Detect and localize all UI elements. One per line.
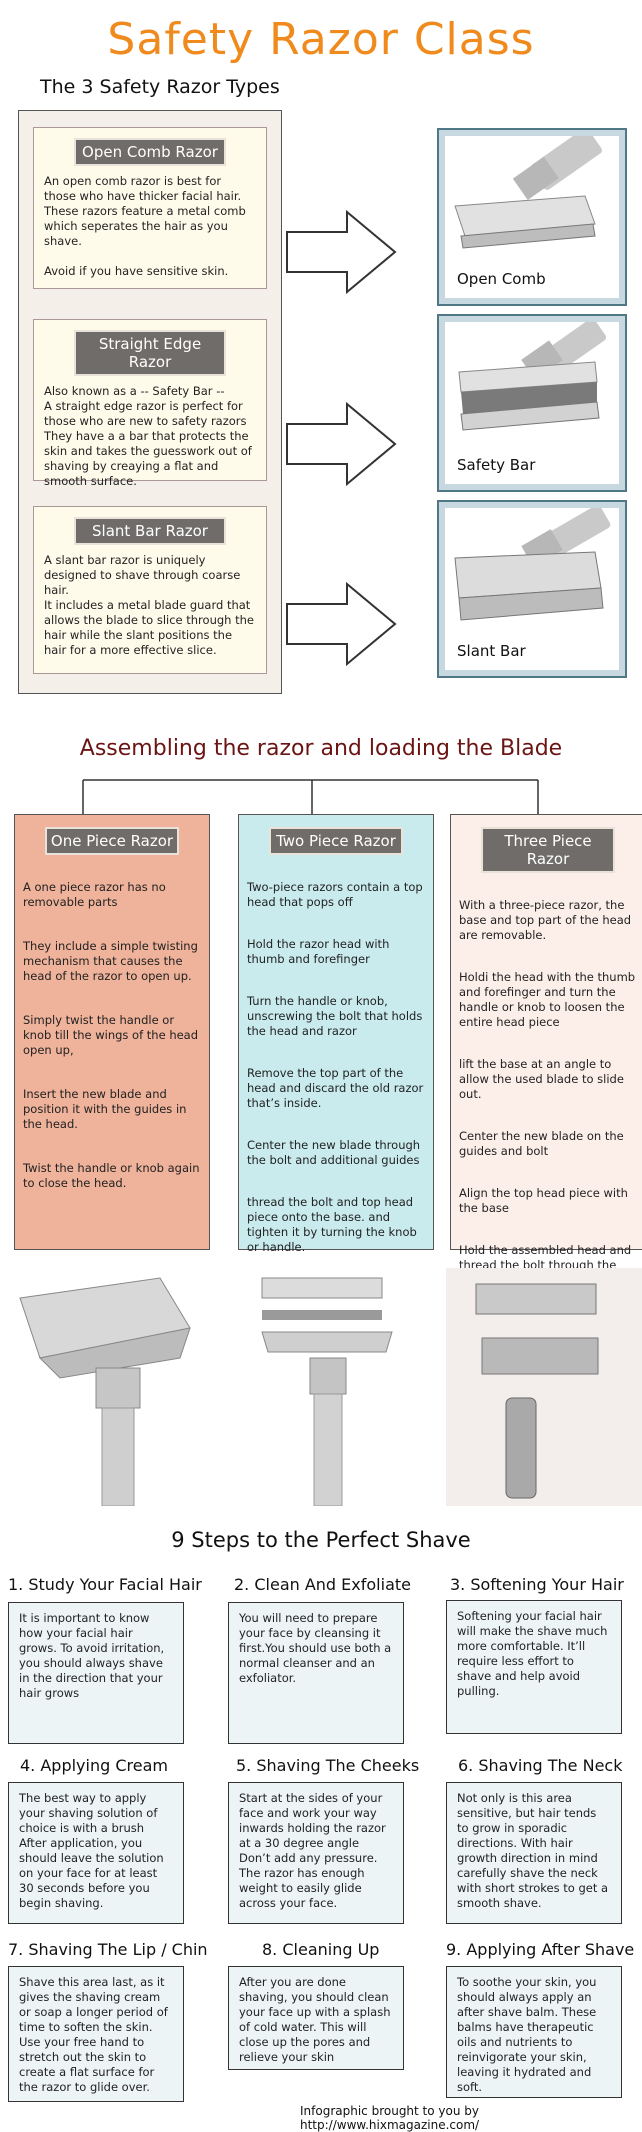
step-title: 2. Clean And Exfoliate [234, 1575, 411, 1594]
razor-type-card-open-comb: Open Comb Razor An open comb razor is be… [33, 127, 267, 289]
step-box: Softening your facial hair will make the… [446, 1600, 622, 1734]
razor-type-description: A slant bar razor is uniquely designed t… [44, 553, 254, 657]
instruction-paragraph: lift the base at an angle to allow the u… [459, 1057, 624, 1101]
instruction-paragraph: Two-piece razors contain a top head that… [247, 880, 423, 909]
instruction-paragraph: Center the new blade through the bolt an… [247, 1138, 421, 1167]
razor-type-description: An open comb razor is best for those who… [44, 174, 246, 278]
step-box: You will need to prepare your face by cl… [228, 1602, 404, 1744]
credit-line: Infographic brought to you by http://www… [300, 2104, 480, 2132]
open-comb-razor-photo: Open Comb [437, 128, 627, 306]
three-piece-razor-photo [446, 1268, 642, 1506]
step-title: 6. Shaving The Neck [458, 1756, 623, 1775]
instruction-paragraph: Twist the handle or knob again to close … [23, 1161, 200, 1190]
step-title: 7. Shaving The Lip / Chin [8, 1940, 208, 1959]
instruction-paragraph: Hold the razor head with thumb and foref… [247, 937, 390, 966]
page-title: Safety Razor Class [107, 14, 535, 65]
right-arrow-icon [286, 582, 397, 666]
razor-photo-label: Safety Bar [457, 456, 536, 474]
instruction-paragraph: Holdi the head with the thumb and forefi… [459, 970, 636, 1029]
razor-type-card-slant-bar: Slant Bar Razor A slant bar razor is uni… [33, 506, 267, 674]
step-box: Not only is this area sensitive, but hai… [446, 1782, 622, 1924]
razor-types-heading: The 3 Safety Razor Types [40, 76, 280, 98]
step-title: 4. Applying Cream [20, 1756, 168, 1775]
steps-heading: 9 Steps to the Perfect Shave [171, 1528, 471, 1552]
step-box: After you are done shaving, you should c… [228, 1966, 404, 2070]
instruction-paragraph: Simply twist the handle or knob till the… [23, 1013, 199, 1057]
right-arrow-icon [286, 210, 397, 294]
safety-bar-razor-photo: Safety Bar [437, 314, 627, 492]
instruction-paragraph: Align the top head piece with the base [459, 1186, 628, 1215]
instruction-paragraph: With a three-piece razor, the base and t… [459, 898, 632, 942]
razor-type-label: Open Comb Razor [74, 138, 226, 166]
one-piece-razor-photo [0, 1268, 210, 1506]
three-piece-razor-column: Three Piece Razor With a three-piece raz… [450, 814, 642, 1287]
two-piece-razor-column: Two Piece Razor Two-piece razors contain… [238, 814, 434, 1254]
slant-bar-razor-photo: Slant Bar [437, 500, 627, 678]
assembling-heading: Assembling the razor and loading the Bla… [79, 736, 563, 761]
razor-type-label: Straight Edge Razor [74, 330, 226, 376]
step-box: It is important to know how your facial … [8, 1602, 184, 1744]
razor-type-description: Also known as a -- Safety Bar -- A strai… [44, 384, 252, 488]
step-box: Start at the sides of your face and work… [228, 1782, 404, 1924]
instruction-paragraph: A one piece razor has no removable parts [23, 880, 166, 909]
step-box: To soothe your skin, you should always a… [446, 1966, 622, 2098]
two-piece-razor-photo [232, 1268, 432, 1506]
step-title: 9. Applying After Shave [446, 1940, 635, 1959]
razor-type-label: Slant Bar Razor [74, 517, 226, 545]
razor-photo-label: Slant Bar [457, 642, 526, 660]
razor-photo-label: Open Comb [457, 270, 546, 288]
assembly-label: Three Piece Razor [481, 827, 615, 873]
step-box: The best way to apply your shaving solut… [8, 1782, 184, 1924]
step-title: 3. Softening Your Hair [450, 1575, 624, 1594]
razor-type-card-straight-edge: Straight Edge Razor Also known as a -- S… [33, 319, 267, 488]
instruction-paragraph: Remove the top part of the head and disc… [247, 1066, 424, 1110]
instruction-paragraph: Turn the handle or knob, unscrewing the … [247, 994, 423, 1038]
one-piece-razor-column: One Piece Razor A one piece razor has no… [14, 814, 210, 1250]
assembly-instructions: With a three-piece razor, the base and t… [451, 883, 642, 1315]
assembly-instructions: Two-piece razors contain a top head that… [239, 865, 433, 1282]
connector-lines [82, 779, 539, 814]
step-box: Shave this area last, as it gives the sh… [8, 1966, 184, 2102]
step-title: 5. Shaving The Cheeks [236, 1756, 420, 1775]
instruction-paragraph: Insert the new blade and position it wit… [23, 1087, 187, 1131]
step-title: 8. Cleaning Up [262, 1940, 380, 1959]
assembly-instructions: A one piece razor has no removable parts… [15, 865, 209, 1220]
assembly-label: One Piece Razor [45, 827, 179, 855]
razor-types-panel: Open Comb Razor An open comb razor is be… [18, 110, 282, 694]
right-arrow-icon [286, 402, 397, 486]
step-title: 1. Study Your Facial Hair [8, 1575, 202, 1594]
assembly-label: Two Piece Razor [269, 827, 403, 855]
instruction-paragraph: Center the new blade on the guides and b… [459, 1129, 624, 1158]
instruction-paragraph: thread the bolt and top head piece onto … [247, 1195, 417, 1254]
instruction-paragraph: They include a simple twisting mechanism… [23, 939, 198, 983]
